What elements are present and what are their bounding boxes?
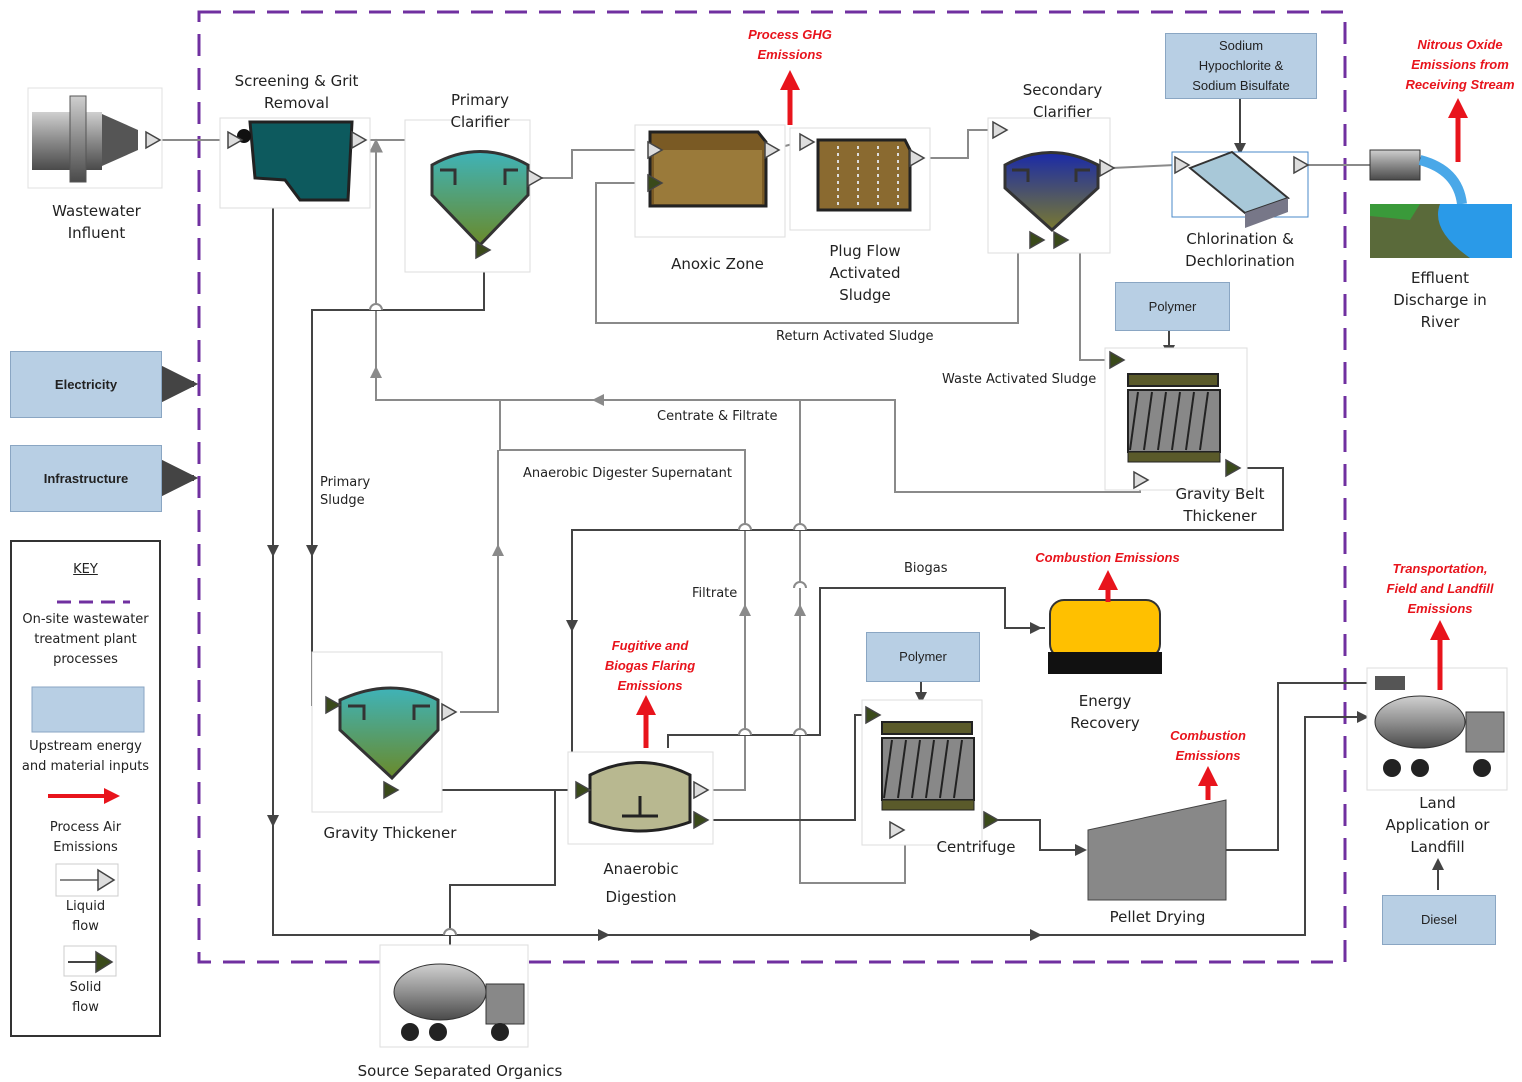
pellet-dryer xyxy=(1087,799,1227,901)
input-polymer-belt: Polymer xyxy=(1115,282,1230,331)
chlorination-unit xyxy=(1171,150,1309,228)
emission-combustion-energy: Combustion Emissions xyxy=(1035,550,1180,565)
legend-key: KEY On-site wastewater treatment plant p… xyxy=(10,540,161,1037)
flow-label-filtrate: Filtrate xyxy=(690,585,740,603)
legend-liquid-node xyxy=(97,868,116,892)
label-effluent: Effluent Discharge in River xyxy=(1393,269,1487,331)
influent-pipe xyxy=(27,87,163,189)
gravity-thickener xyxy=(311,651,443,813)
input-diesel: Diesel xyxy=(1382,895,1496,945)
input-electricity: Electricity xyxy=(10,351,162,418)
input-sodium-chemicals: Sodium Hypochlorite & Sodium Bisulfate xyxy=(1165,33,1317,99)
flow-label-primary-sludge: Primary Sludge xyxy=(318,474,373,510)
organics-truck xyxy=(379,944,529,1048)
anaerobic-digester xyxy=(567,751,714,845)
input-polymer-centrifuge: Polymer xyxy=(866,632,980,682)
label-plug-flow: Plug Flow Activated Sludge xyxy=(829,242,901,304)
legend-onsite: On-site wastewater treatment plant proce… xyxy=(22,612,149,667)
anoxic-tank xyxy=(634,124,786,238)
legend-process-air: Process Air Emissions xyxy=(49,820,122,855)
emission-process-ghg: Process GHG Emissions xyxy=(748,27,832,62)
label-gravity-thickener: Gravity Thickener xyxy=(323,824,457,842)
label-source-separated-organics: Source Separated Organics xyxy=(357,1062,563,1080)
primary-clarifier xyxy=(404,119,531,273)
onsite-boundary xyxy=(197,10,1347,964)
flow-label-return-activated-sludge: Return Activated Sludge xyxy=(774,328,936,346)
plug-flow-tank xyxy=(789,127,931,231)
label-wastewater-influent: Wastewater Influent xyxy=(52,202,141,242)
secondary-clarifier xyxy=(987,117,1111,254)
effluent-river xyxy=(1369,149,1512,258)
legend-graphics xyxy=(31,600,145,977)
label-gravity-belt: Gravity Belt Thickener xyxy=(1175,485,1265,525)
label-secondary-clarifier: Secondary Clarifier xyxy=(1022,81,1103,121)
flow-label-biogas: Biogas xyxy=(902,560,950,578)
label-anaerobic-digestion: Anaerobic Digestion xyxy=(603,860,679,906)
label-screening: Screening & Grit Removal xyxy=(234,72,359,112)
label-primary-clarifier: Primary Clarifier xyxy=(450,91,510,131)
flow-label-digester-supernatant: Anaerobic Digester Supernatant xyxy=(521,465,734,483)
centrifuge-unit xyxy=(861,699,983,846)
flow-label-waste-activated-sludge: Waste Activated Sludge xyxy=(940,371,1099,389)
legend-input-swatch xyxy=(31,686,145,733)
emission-combustion-drying: Combustion Emissions xyxy=(1170,728,1246,763)
label-centrifuge: Centrifuge xyxy=(936,838,1016,856)
legend-title: KEY xyxy=(73,562,98,577)
legend-liquid-flow: Liquid flow xyxy=(65,899,106,934)
label-anoxic-zone: Anoxic Zone xyxy=(671,255,764,273)
energy-recovery-unit xyxy=(1048,599,1162,674)
legend-solid-node xyxy=(95,950,114,974)
label-energy-recovery: Energy Recovery xyxy=(1070,692,1140,732)
legend-solid-flow: Solid flow xyxy=(69,980,102,1015)
flow-label-centrate-filtrate: Centrate & Filtrate xyxy=(655,408,780,426)
gravity-belt-thickener xyxy=(1104,347,1248,491)
emission-fugitive-flaring: Fugitive and Biogas Flaring Emissions xyxy=(604,638,696,693)
label-chlorination: Chlorination & Dechlorination xyxy=(1185,230,1295,270)
legend-upstream: Upstream energy and material inputs xyxy=(21,739,150,774)
label-pellet-drying: Pellet Drying xyxy=(1109,908,1206,926)
emission-transportation: Transportation, Field and Landfill Emiss… xyxy=(1386,561,1494,616)
input-infrastructure: Infrastructure xyxy=(10,445,162,512)
screening-unit xyxy=(219,117,371,209)
emission-nitrous-oxide: Nitrous Oxide Emissions from Receiving S… xyxy=(1405,37,1515,92)
land-application-truck xyxy=(1366,667,1508,791)
label-land-application: Land Application or Landfill xyxy=(1385,794,1490,856)
